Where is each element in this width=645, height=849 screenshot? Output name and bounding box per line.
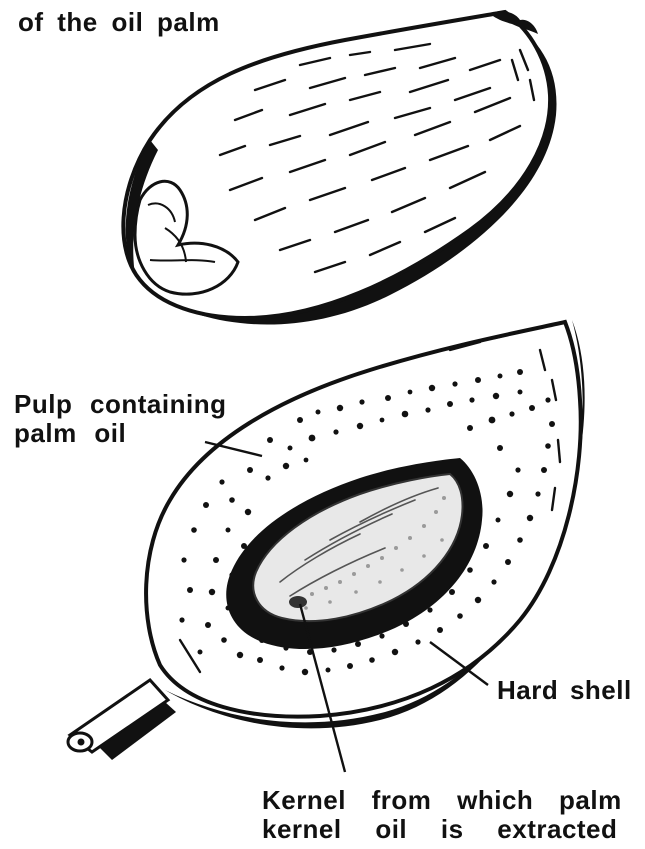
whole-fruit-drawing <box>123 11 556 324</box>
kernel-label-line-1: Kernel from which palm <box>262 786 622 814</box>
pulp-label-line-2: palm oil <box>14 419 126 447</box>
title-fragment: of the oil palm <box>18 8 220 36</box>
hard-shell-label: Hard shell <box>497 676 632 704</box>
kernel-label-line-2: kernel oil is extracted <box>262 815 617 843</box>
pulp-label-line-1: Pulp containing <box>14 390 227 418</box>
